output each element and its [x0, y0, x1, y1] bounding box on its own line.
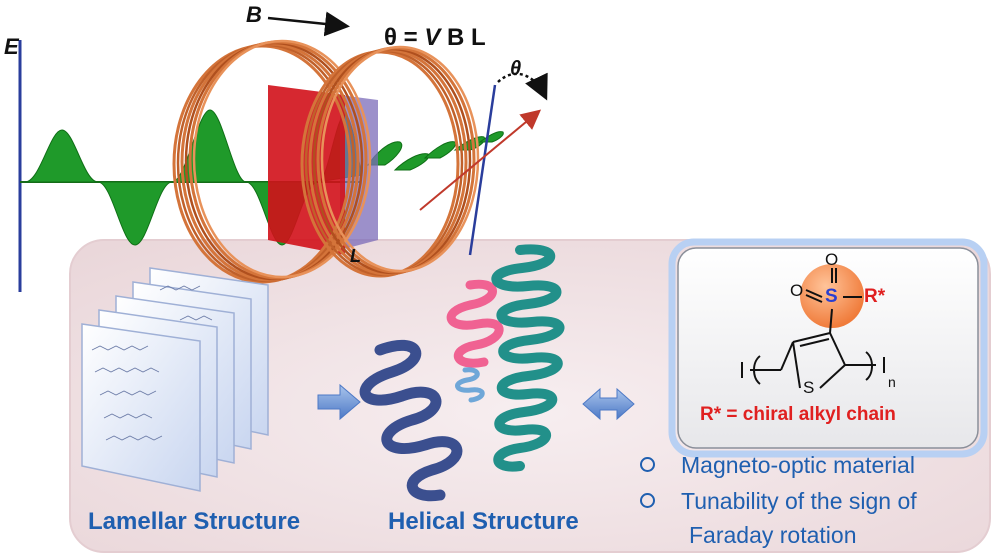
rotation-arc [497, 72, 548, 101]
right-arrow [317, 383, 361, 421]
helix-navy [359, 339, 463, 502]
substituent-label: R* [864, 286, 886, 307]
oxygen-top-label: O [825, 250, 839, 269]
bullet-faraday-rotation: Faraday rotation [689, 522, 856, 549]
ring-sulfur-label: S [803, 378, 815, 397]
repeat-subscript: n [888, 374, 896, 390]
equation-rest: B L [440, 24, 486, 51]
coil-front [172, 39, 372, 284]
lamellar-sheets [81, 267, 269, 492]
bullet-tunability: Tunability of the sign of [640, 488, 917, 515]
theta-label: θ [510, 58, 522, 80]
verdet-constant: V [424, 24, 441, 51]
molecule-box [677, 247, 979, 449]
rotated-axis [468, 84, 497, 256]
bullet-circle-icon [640, 457, 655, 473]
helix-lightblue [455, 367, 485, 403]
light-wave [24, 109, 504, 246]
bullet-circle-icon [640, 493, 655, 509]
sulfonyl-sphere [800, 264, 864, 328]
molecule-caption: R* = chiral alkyl chain [700, 404, 896, 425]
faraday-equation: θ = V B L [384, 24, 486, 52]
length-label: L [350, 246, 361, 266]
b-field-arrow [267, 11, 350, 37]
molecule-box-glow [668, 238, 988, 458]
equation-lhs: θ = [384, 24, 425, 51]
double-arrow [582, 387, 635, 421]
bullet-magneto-optic: Magneto-optic material [640, 452, 915, 479]
bullet-text: Tunability of the sign of [681, 488, 917, 514]
helix-pink [446, 279, 504, 368]
e-field-label: E [4, 34, 19, 59]
rotated-vector [419, 109, 542, 211]
molecule-bonds [741, 268, 885, 389]
bullet-text: Magneto-optic material [681, 452, 915, 478]
helix-teal [491, 244, 565, 472]
b-field-label: B [246, 2, 262, 27]
coil-back [300, 45, 480, 278]
lamellar-structure-label: Lamellar Structure [88, 508, 301, 535]
bullet-text: Faraday rotation [689, 522, 857, 548]
sulfur-label: S [825, 286, 838, 307]
helical-structure-label: Helical Structure [388, 508, 579, 535]
oxygen-left-label: O [790, 281, 804, 300]
